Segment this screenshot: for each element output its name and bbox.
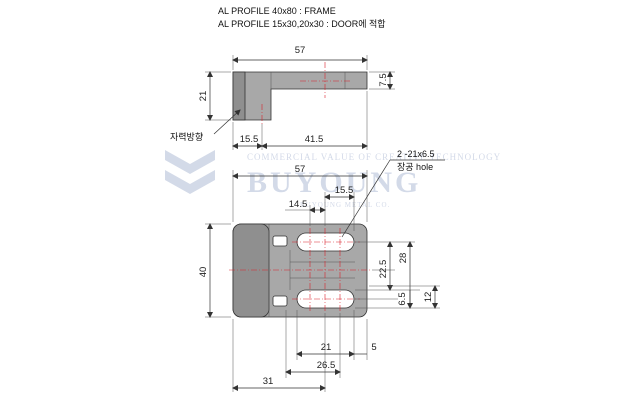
note-door: AL PROFILE 15x30,20x30 : DOOR에 적합 [218, 18, 386, 29]
front-view: 57 15.5 14.5 40 2 -21x6.5 장공 hole 22.5 2 [198, 149, 445, 392]
front-view-dim-6-5: 6.5 [397, 292, 408, 305]
front-view-dim-width: 57 [295, 164, 306, 175]
front-view-dim-12: 12 [423, 292, 434, 303]
watermark: COMMERCIAL VALUE OF CREATIVE TECHNOLOGY … [165, 150, 501, 209]
top-view-left-block [232, 71, 246, 121]
watermark-company: BUYOUNG METAL CO. [300, 201, 390, 209]
front-view-dim-slot-offset: 14.5 [289, 199, 308, 210]
top-view-dim-height: 21 [198, 91, 209, 102]
front-view-dim-5: 5 [371, 342, 376, 353]
front-view-hole-label: 장공 hole [397, 162, 433, 172]
watermark-logo-icon [165, 150, 215, 194]
top-view-dim-left: 15.5 [240, 134, 259, 145]
front-view-dim-26-5: 26.5 [317, 360, 336, 371]
note-frame: AL PROFILE 40x80 : FRAME [218, 6, 336, 16]
front-view-dim-21: 21 [321, 342, 332, 353]
top-view-dim-width: 57 [295, 45, 306, 56]
front-view-dim-31: 31 [263, 376, 274, 387]
front-view-small-pad-bottom [272, 295, 288, 307]
top-view-dim-thickness: 7.5 [378, 73, 389, 86]
front-view-dim-22-5: 22.5 [378, 260, 389, 279]
front-view-left-block [232, 223, 270, 318]
top-view-body [232, 71, 368, 121]
front-view-dim-slot-width: 15.5 [335, 185, 354, 196]
front-view-dim-height: 40 [198, 267, 209, 278]
top-view-dim-right: 41.5 [305, 134, 324, 145]
front-view-hole-spec: 2 -21x6.5 [397, 149, 435, 159]
top-view: 57 21 7.5 15.5 41.5 자력방향 [170, 45, 395, 150]
watermark-brand: BUYOUNG [247, 166, 421, 199]
magnet-direction-label: 자력방향 [170, 131, 203, 142]
watermark-tagline: COMMERCIAL VALUE OF CREATIVE TECHNOLOGY [247, 152, 501, 162]
front-view-small-pad-top [272, 235, 288, 247]
magnet-direction-leader [213, 109, 241, 135]
front-view-dim-28: 28 [398, 253, 409, 264]
